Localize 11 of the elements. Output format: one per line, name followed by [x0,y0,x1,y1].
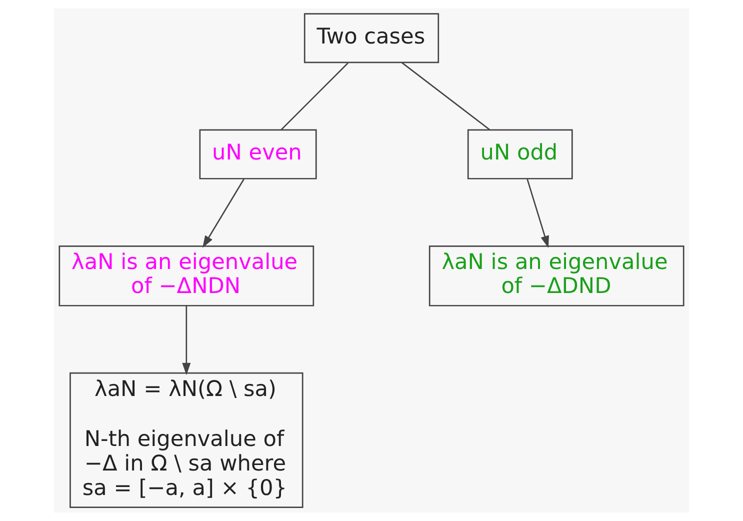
node-box: uN even [199,129,317,180]
node-box: λaN is an eigenvalue of −ΔNDN [58,246,314,306]
connector [402,62,490,130]
arrow [182,306,191,376]
arrow [202,178,244,248]
node-box: uN odd [467,129,573,180]
node-box: λaN = λN(Ω \ sa) N-th eigenvalue of −Δ in Ω \ sa where sa = [−a, a] × {0} [70,372,304,508]
node-box: Two cases [304,13,440,64]
connector [280,62,348,130]
arrow [526,178,549,248]
node-box: λaN is an eigenvalue of −ΔDND [428,246,684,306]
